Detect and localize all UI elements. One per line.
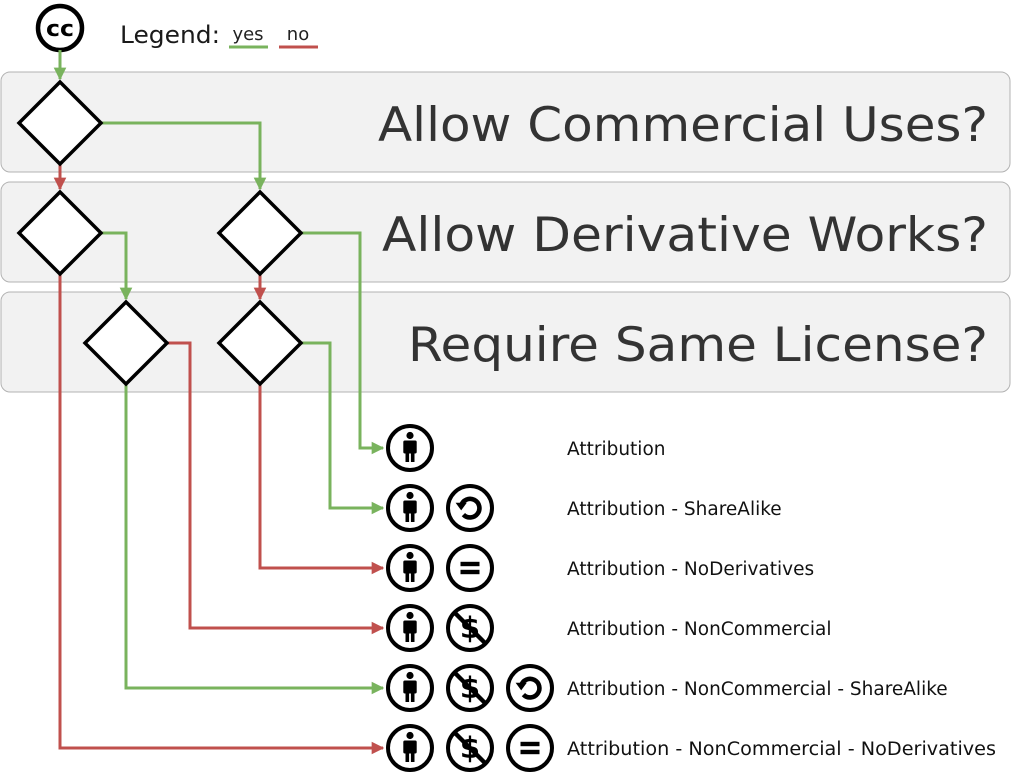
question-same-license: Require Same License? [408,318,988,373]
attribution-icon [386,664,434,712]
license-name-by-nc: Attribution - NonCommercial [567,619,831,640]
question-derivatives: Allow Derivative Works? [382,208,988,263]
band-commercial [0,71,1011,173]
connector-nc-derivatives-yes [102,231,133,301]
license-name-by-nc-sa: Attribution - NonCommercial - ShareAlike [567,679,948,700]
license-icons [386,424,554,772]
connector-commercial-yes [102,121,267,191]
question-commercial: Allow Commercial Uses? [378,98,988,153]
decision-derivatives [216,189,304,277]
question-labels: Allow Commercial Uses? Allow Derivative … [378,98,988,373]
license-name-by-nc-nd: Attribution - NonCommercial - NoDerivati… [567,739,996,760]
license-names: Attribution Attribution - ShareAlike Att… [567,439,996,760]
non-commercial-icon [448,606,492,650]
attribution-icon [386,544,434,592]
decision-same-license [216,299,304,387]
connector-nc-same-license-yes [124,384,385,695]
connector-nc-same-license-no [168,341,385,635]
decision-nc-same-license [82,299,170,387]
license-name-by-nd: Attribution - NoDerivatives [567,559,814,580]
cc-logo-text: cc [46,17,74,42]
decision-nc-derivatives [16,189,104,277]
cc-logo: cc [35,3,85,53]
connector-same-license-yes [302,341,385,515]
non-commercial-icon [448,726,492,770]
attribution-icon [386,484,434,532]
attribution-icon [386,604,434,652]
connector-derivatives-yes [302,231,385,455]
legend-no-label: no [287,24,309,45]
share-alike-icon [448,486,492,530]
attribution-icon [386,724,434,772]
connector-same-license-no [258,384,385,575]
decision-nodes [16,79,304,387]
legend-title: Legend: [120,21,220,49]
no-connectors [53,164,385,755]
share-alike-icon [508,666,552,710]
connector-nc-derivatives-no [58,274,385,755]
attribution-icon [386,424,434,472]
legend: Legend: yes no [120,21,318,49]
no-derivatives-icon [506,724,554,772]
legend-yes-label: yes [232,24,263,45]
decision-commercial [16,79,104,167]
license-name-by-sa: Attribution - ShareAlike [567,499,782,520]
license-name-by: Attribution [567,439,666,460]
non-commercial-icon [448,666,492,710]
no-derivatives-icon [446,544,494,592]
yes-connectors [53,50,385,695]
